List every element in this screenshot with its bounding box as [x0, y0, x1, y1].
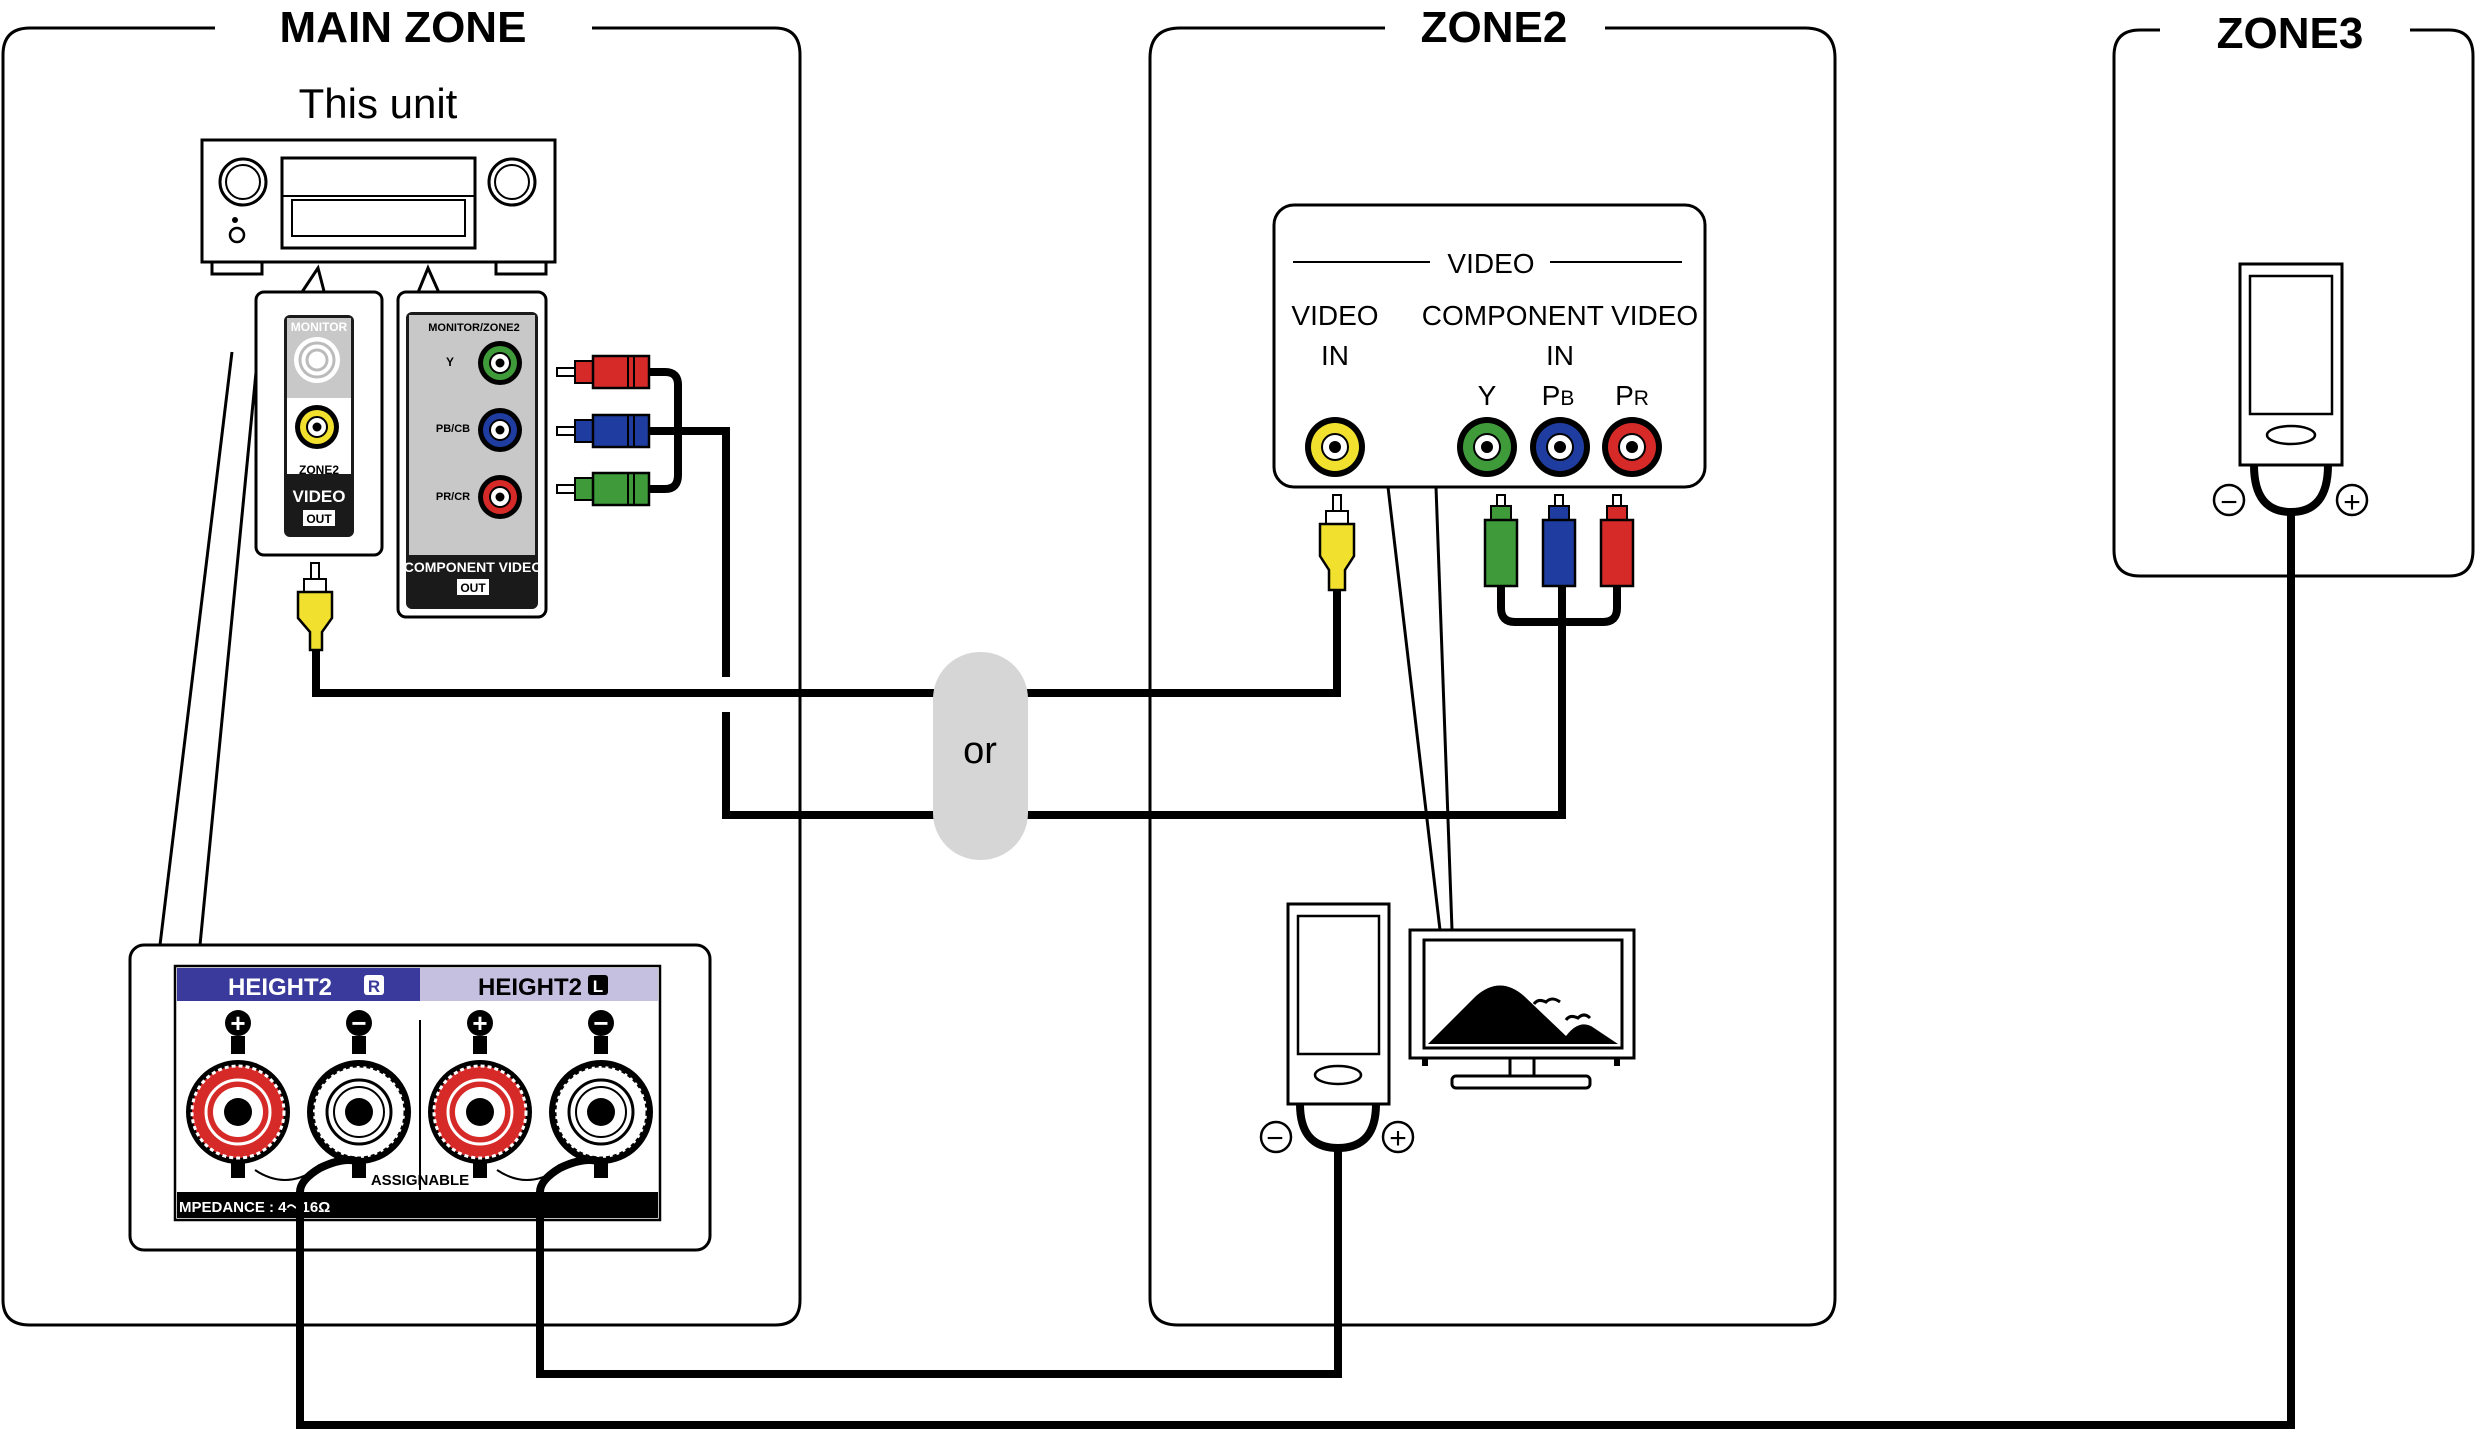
terminal-r-minus[interactable] — [307, 1060, 411, 1164]
zone2-video-out-panel: MONITOR ZONE2 VIDEO OUT — [254, 290, 384, 557]
comp-pb-label: PB/CB — [436, 423, 470, 435]
height2-r-label: HEIGHT2 — [228, 974, 332, 1001]
video-in-label-2: IN — [1321, 340, 1349, 371]
component-in-label-2: IN — [1546, 340, 1574, 371]
zone2-speaker: − + — [1259, 902, 1415, 1155]
headphone-jack-icon — [228, 226, 246, 244]
pr-in-label: PR — [1615, 380, 1649, 411]
or-pill — [933, 652, 1028, 860]
r-plus-marker: + — [230, 1008, 245, 1038]
display-window — [280, 156, 477, 250]
r-minus-marker: − — [351, 1008, 366, 1038]
zone3-speaker-minus: − — [2220, 486, 2238, 519]
component-plugs-zone2 — [1483, 494, 1635, 588]
video-in-label-1: VIDEO — [1291, 300, 1378, 331]
video-out-label: VIDEO — [293, 487, 346, 506]
y-in-label: Y — [1478, 380, 1497, 411]
zone2-title: ZONE2 — [1421, 3, 1568, 52]
video-plug-main — [296, 562, 334, 652]
zone2-video-in-panel: VIDEO VIDEO IN COMPONENT VIDEO IN Y PB P… — [1272, 203, 1707, 489]
zone3-title: ZONE3 — [2217, 9, 2364, 58]
monitor-zone2-label: MONITOR/ZONE2 — [428, 322, 519, 334]
component-plugs-main — [556, 354, 651, 507]
receiver-unit: This unit — [200, 80, 557, 276]
comp-y-label: Y — [446, 355, 454, 369]
terminal-l-minus[interactable] — [549, 1060, 653, 1164]
component-in-label-1: COMPONENT VIDEO — [1422, 300, 1698, 331]
l-plus-marker: + — [472, 1008, 487, 1038]
pb-in-label: PB — [1542, 380, 1575, 411]
zone3-speaker-plus: + — [2343, 486, 2361, 519]
terminal-r-plus[interactable] — [186, 1060, 290, 1164]
out-badge-video: OUT — [306, 512, 332, 526]
assignable-label: ASSIGNABLE — [371, 1172, 469, 1189]
zone2-out-label: ZONE2 — [299, 463, 339, 477]
component-video-label: COMPONENT VIDEO — [404, 559, 543, 575]
main-zone-box: MAIN ZONE — [1, 3, 802, 1327]
monitor-label: MONITOR — [291, 320, 348, 334]
zone2-box: ZONE2 — [1148, 3, 1837, 1327]
impedance-label: MPEDANCE : 4～16Ω — [179, 1199, 330, 1216]
video-plug-zone2 — [1318, 494, 1356, 592]
main-zone-title: MAIN ZONE — [280, 3, 527, 52]
component-video-out-panel: MONITOR/ZONE2 Y PB/CB PR/CR COMPONENT VI… — [396, 290, 548, 619]
video-header: VIDEO — [1447, 248, 1534, 279]
or-label: or — [963, 730, 997, 772]
zone2-speaker-minus: − — [1266, 1122, 1284, 1155]
comp-pr-label: PR/CR — [436, 491, 470, 503]
zone3-speaker: − + — [2212, 262, 2369, 519]
zone2-speaker-plus: + — [1389, 1122, 1407, 1155]
terminal-l-plus[interactable] — [428, 1060, 532, 1164]
speaker-terminal-panel: HEIGHT2 R HEIGHT2 L + − + − — [128, 943, 712, 1252]
zone2-tv-icon — [1408, 928, 1636, 1090]
height2-l-label: HEIGHT2 — [478, 974, 582, 1001]
out-badge-component: OUT — [460, 581, 486, 595]
l-badge: L — [593, 977, 603, 996]
r-badge: R — [368, 977, 380, 996]
this-unit-label: This unit — [299, 80, 458, 127]
l-minus-marker: − — [593, 1008, 608, 1038]
